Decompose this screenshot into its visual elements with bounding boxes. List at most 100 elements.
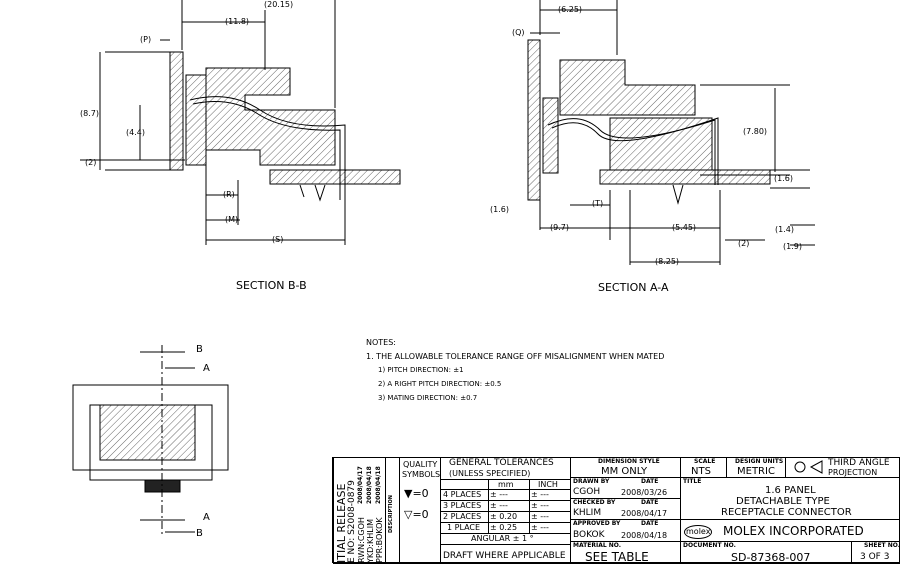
- scale-value: NTS: [691, 466, 711, 477]
- tolerances-title: GENERAL TOLERANCES: [449, 458, 554, 468]
- marker-b-bottom: B: [196, 528, 203, 539]
- tol-row-4-inch: ± ---: [531, 490, 549, 499]
- title-cell: TITLE 1.6 PANEL DETACHABLE TYPE RECEPTAC…: [680, 477, 900, 520]
- drawn-date-label: DATE: [641, 478, 659, 485]
- drawn-by-label: DRAWN BY: [573, 478, 610, 485]
- dim-m: (M): [225, 215, 239, 224]
- tol-row-2-inch: ± ---: [531, 512, 549, 521]
- tol-row-4-mm: ± ---: [490, 490, 508, 499]
- dim-1-6-left: (1.6): [490, 205, 509, 214]
- dim-9-7: (9.7): [550, 223, 569, 232]
- revision-line-3: RWN:CGOH: [357, 517, 366, 563]
- drawn-date: 2008/03/26: [621, 488, 668, 497]
- dim-4-4: (4.4): [126, 128, 145, 137]
- col-mm: mm: [498, 480, 514, 489]
- dim-8-25: (8.25): [655, 257, 680, 266]
- quality-symbol-filled: ▼=0: [404, 487, 429, 500]
- dim-p: (P): [140, 35, 152, 44]
- dim-5-45: (5.45): [672, 223, 697, 232]
- title-line-1: 1.6 PANEL: [765, 485, 816, 496]
- scale-label: SCALE: [694, 458, 716, 465]
- dim-2: (2): [85, 158, 97, 167]
- quality-label: QUALITY: [403, 460, 438, 469]
- revision-line-2: E NO: S2008-0879: [347, 480, 357, 563]
- dim-20-15: (20.15): [264, 0, 294, 9]
- note-item-1: 1) PITCH DIRECTION: ±1: [378, 366, 464, 374]
- revision-line-5: PPR:BOKOK: [375, 517, 384, 563]
- approved-by-value: BOKOK: [573, 530, 605, 540]
- revision-line-4: YKD:KHLIM: [366, 519, 375, 563]
- checked-date: 2008/04/17: [621, 509, 668, 518]
- drawn-by-value: CGOH: [573, 487, 601, 497]
- dimension-style-label: DIMENSION STYLE: [598, 458, 660, 465]
- company-cell: molex MOLEX INCORPORATED: [680, 519, 900, 542]
- revision-date-1: 2008/04/17: [357, 466, 364, 504]
- dim-6-25: (6.25): [558, 5, 583, 14]
- document-value: SD-87368-007: [731, 551, 811, 564]
- note-1: 1. THE ALLOWABLE TOLERANCE RANGE OFF MIS…: [366, 352, 665, 361]
- angular-tolerance: ANGULAR ± 1 °: [471, 534, 534, 543]
- draft-note: DRAFT WHERE APPLICABLE: [443, 551, 566, 561]
- dim-s: (S): [272, 235, 284, 244]
- tol-row-3-label: 3 PLACES: [443, 501, 482, 510]
- dim-1-6-right: (1.6): [774, 174, 793, 183]
- dim-7-80: (7.80): [743, 127, 768, 136]
- dim-1-9: (1.9): [783, 242, 802, 251]
- dim-t: (T): [592, 199, 604, 208]
- tol-row-1-mm: ± 0.25: [490, 523, 518, 532]
- sheet-value: 3 OF 3: [860, 552, 890, 562]
- section-aa-drawing: [527, 0, 815, 265]
- dim-r: (R): [223, 190, 235, 199]
- top-view-drawing: [72, 345, 229, 535]
- section-bb-drawing: [80, 0, 401, 245]
- design-units-value: METRIC: [737, 466, 775, 477]
- dim-11-8: (11.8): [225, 17, 250, 26]
- quality-symbols: QUALITY SYMBOLS ▼=0 ▽=0: [399, 457, 441, 564]
- tol-row-4-label: 4 PLACES: [443, 490, 482, 499]
- tol-row-1-label: 1 PLACE: [447, 523, 481, 532]
- title-block: ITIAL RELEASE E NO: S2008-0879 RWN:CGOH …: [332, 457, 900, 564]
- note-item-3: 3) MATING DIRECTION: ±0.7: [378, 394, 478, 402]
- projection: THIRD ANGLE PROJECTION: [785, 457, 900, 478]
- description-column: DESCRIPTION: [385, 457, 400, 564]
- symbols-label: SYMBOLS: [402, 470, 441, 479]
- section-bb-title: SECTION B-B: [236, 279, 307, 292]
- tolerances-subtitle: (UNLESS SPECIFIED): [449, 469, 531, 478]
- quality-symbol-1-value: =0: [412, 487, 429, 500]
- quality-symbol-outline: ▽=0: [404, 508, 429, 521]
- dimension-style-value: MM ONLY: [601, 466, 648, 477]
- tol-row-3-mm: ± ---: [490, 501, 508, 510]
- material-value: SEE TABLE: [585, 550, 649, 564]
- projection-line-1: THIRD ANGLE: [828, 458, 890, 468]
- design-units: DESIGN UNITS METRIC: [726, 457, 786, 478]
- checked-by: CHECKED BY DATE KHLIM 2008/04/17: [570, 498, 681, 520]
- document-label: DOCUMENT NO.: [683, 542, 736, 549]
- approved-date-label: DATE: [641, 520, 659, 527]
- drawn-by: DRAWN BY DATE CGOH 2008/03/26: [570, 477, 681, 499]
- general-tolerances: GENERAL TOLERANCES (UNLESS SPECIFIED) mm…: [440, 457, 571, 564]
- quality-symbol-2-value: =0: [412, 508, 429, 521]
- material-label: MATERIAL NO.: [573, 542, 622, 549]
- projection-line-2: PROJECTION: [828, 468, 878, 477]
- dim-1-4: (1.4): [775, 225, 794, 234]
- marker-a-bottom: A: [203, 512, 210, 523]
- description-label: DESCRIPTION: [388, 495, 394, 533]
- tol-row-2-label: 2 PLACES: [443, 512, 482, 521]
- scale: SCALE NTS: [680, 457, 727, 478]
- title-line-2: DETACHABLE TYPE: [736, 496, 830, 507]
- approved-by: APPROVED BY DATE BOKOK 2008/04/18: [570, 519, 681, 542]
- molex-logo: molex: [684, 525, 713, 539]
- sheet-label: SHEET NO.: [864, 542, 900, 549]
- document-no: DOCUMENT NO. SD-87368-007: [680, 541, 852, 564]
- checked-by-label: CHECKED BY: [573, 499, 616, 506]
- approved-by-label: APPROVED BY: [573, 520, 621, 527]
- revision-date-3: 2008/04/18: [375, 466, 382, 504]
- checked-by-value: KHLIM: [573, 508, 602, 518]
- marker-b-top: B: [196, 344, 203, 355]
- design-units-label: DESIGN UNITS: [735, 458, 784, 465]
- dim-8-7: (8.7): [80, 109, 99, 118]
- revision-date-2: 2008/04/18: [366, 466, 373, 504]
- title-line-3: RECEPTACLE CONNECTOR: [721, 507, 852, 518]
- section-aa-title: SECTION A-A: [598, 281, 669, 294]
- revision-line-1: ITIAL RELEASE: [335, 483, 348, 564]
